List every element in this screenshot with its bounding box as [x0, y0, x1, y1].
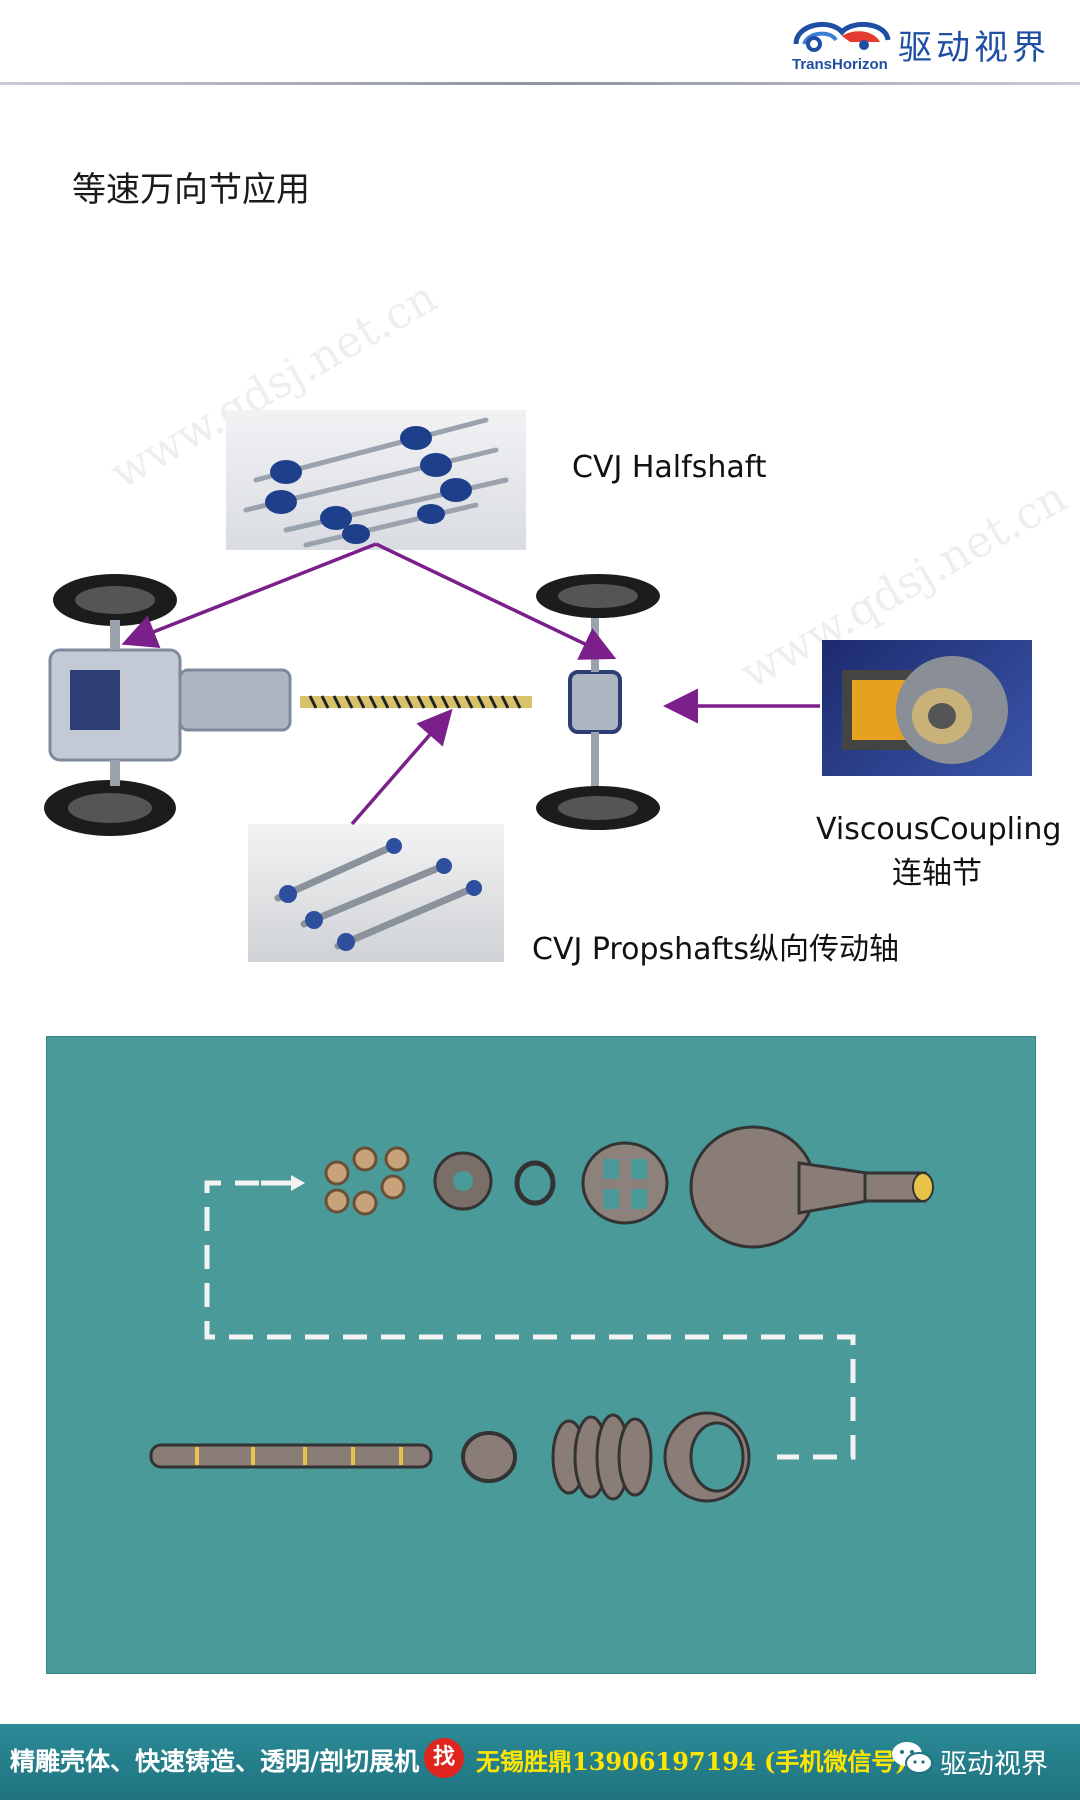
viscous-coupling-illustration	[842, 656, 1008, 764]
arrow-propshaft	[350, 708, 453, 826]
arrow-halfshaft-front	[121, 542, 377, 648]
header: TransHorizon 驱动视界	[0, 0, 1080, 85]
logo-chinese-text: 驱动视界	[898, 28, 1050, 68]
footer-contact-text: 无锡胜鼎13906197194 (手机微信号)	[476, 1747, 907, 1776]
footer-brand-text: 驱动视界	[940, 1749, 1048, 1780]
propshaft-photo	[248, 824, 504, 962]
footer-banner: 精雕壳体、快速铸造、透明/剖切展机 找 无锡胜鼎13906197194 (手机微…	[0, 1724, 1080, 1800]
arrow-halfshaft-rear	[375, 542, 617, 660]
rear-right-wheel-icon	[536, 786, 660, 830]
cv-joint-parts-illustration	[149, 1125, 934, 1503]
wechat-icon	[892, 1742, 933, 1774]
front-left-wheel-icon	[53, 574, 177, 626]
label-viscous-coupling: ViscousCoupling	[816, 812, 1062, 847]
callout-arrows	[121, 542, 820, 826]
label-cvj-propshafts: CVJ Propshafts纵向传动轴	[532, 932, 899, 967]
large-clamp-icon	[663, 1411, 751, 1503]
viscous-coupling-photo	[822, 640, 1032, 776]
footer-services-text: 精雕壳体、快速铸造、透明/剖切展机	[10, 1747, 420, 1776]
propshaft-illustration	[274, 838, 482, 951]
rear-left-wheel-icon	[536, 574, 660, 618]
awd-chassis-illustration	[44, 574, 660, 836]
logo-english-text: TransHorizon	[792, 56, 888, 73]
rubber-boot-icon	[551, 1413, 653, 1501]
cv-joint-exploded-view	[46, 1036, 1036, 1674]
halfshaft-illustration	[243, 417, 509, 548]
header-divider	[0, 82, 1080, 85]
ball-cage-icon	[581, 1141, 669, 1225]
axle-shaft-icon	[149, 1443, 433, 1469]
front-right-wheel-icon	[44, 780, 176, 836]
outer-race-stub-shaft-icon	[689, 1125, 934, 1249]
label-coupling-chinese: 连轴节	[892, 856, 982, 891]
label-cvj-halfshaft: CVJ Halfshaft	[572, 450, 767, 485]
transhorizon-logo: TransHorizon 驱动视界	[790, 12, 1060, 76]
footer-find-badge: 找	[424, 1738, 464, 1778]
ball-set-icon	[324, 1146, 410, 1216]
boot-clamp-icon	[461, 1431, 517, 1483]
halfshaft-photo	[226, 410, 526, 550]
snap-ring-icon	[514, 1160, 556, 1206]
logo-emblem-icon	[793, 21, 891, 52]
slide-title: 等速万向节应用	[72, 170, 310, 210]
inner-race-icon	[433, 1151, 493, 1211]
